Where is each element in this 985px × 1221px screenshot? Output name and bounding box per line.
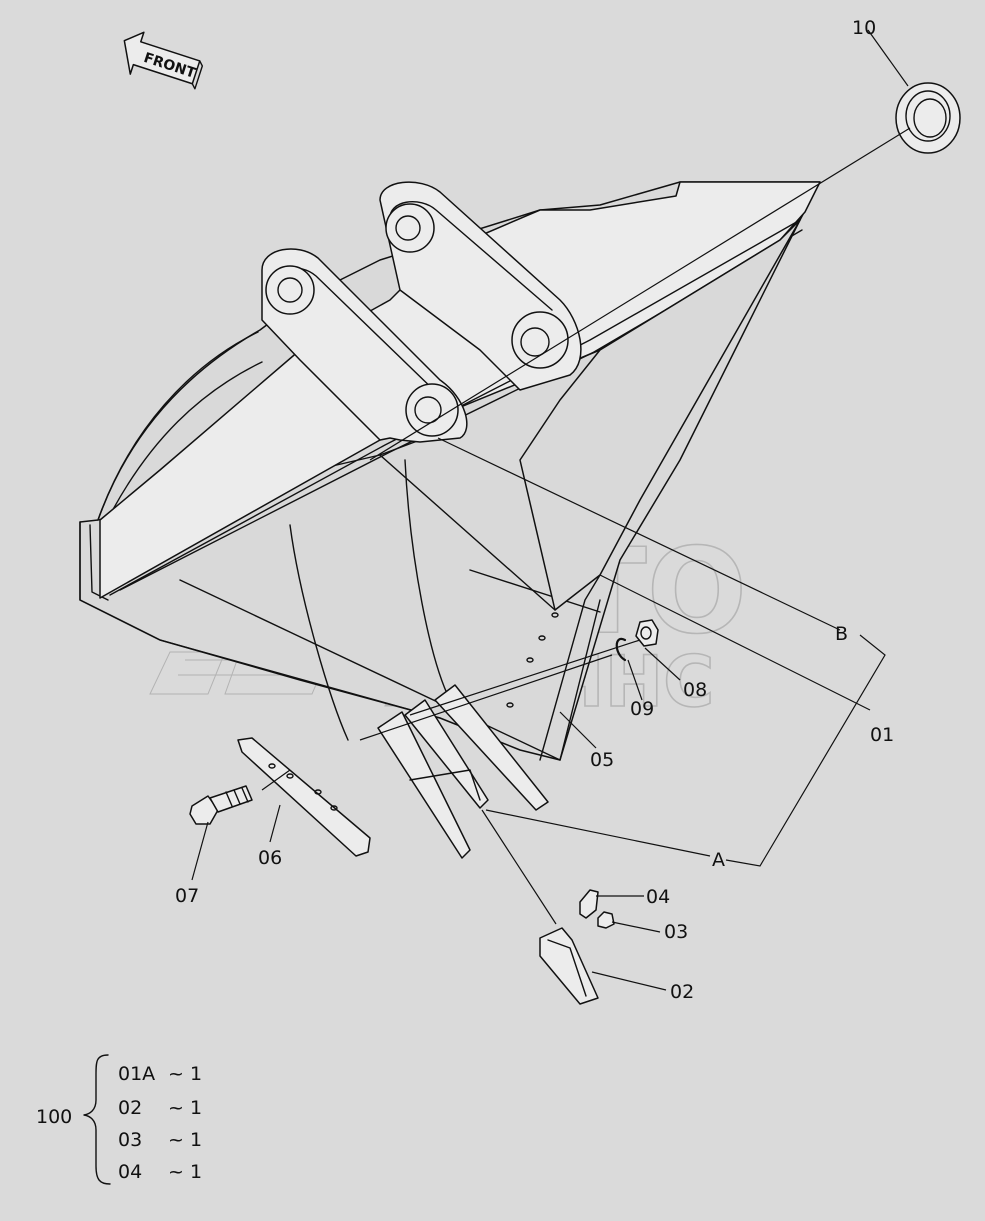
lock-ring-09 (615, 637, 627, 662)
callout-A: A (712, 849, 725, 871)
seal-ring-10 (895, 82, 961, 154)
pin-boss-2 (385, 203, 435, 253)
kit-row-4-part: 04 (118, 1161, 142, 1183)
lock-04 (579, 889, 599, 919)
callout-05: 05 (590, 749, 614, 771)
callout-06: 06 (258, 847, 282, 869)
kit-row-3-part: 03 (118, 1129, 142, 1151)
kit-table: 100 01A ~ 1 02 ~ 1 03 ~ 1 04 ~ 1 (36, 1054, 202, 1185)
pin-boss-3 (511, 311, 569, 369)
nut-08 (635, 619, 659, 647)
kit-number: 100 (36, 1106, 72, 1128)
pin-boss-4 (405, 383, 459, 437)
callouts: 10 B 01 08 09 05 06 07 A 04 03 02 (175, 17, 894, 1003)
bucket-brackets (261, 181, 582, 443)
callout-08: 08 (683, 679, 707, 701)
side-cutter-06 (237, 737, 371, 857)
kit-row-3-qty: ~ 1 (168, 1129, 202, 1151)
bucket-body (79, 181, 821, 761)
callout-03: 03 (664, 921, 688, 943)
callout-10: 10 (852, 17, 876, 39)
callout-B: B (835, 623, 848, 645)
pin-03 (597, 911, 615, 929)
kit-row-2-part: 02 (118, 1097, 142, 1119)
pin-boss-1 (265, 265, 315, 315)
callout-02: 02 (670, 981, 694, 1003)
callout-01: 01 (870, 724, 894, 746)
kit-row-4-qty: ~ 1 (168, 1161, 202, 1183)
kit-row-1-qty: ~ 1 (168, 1063, 202, 1085)
callout-07: 07 (175, 885, 199, 907)
kit-row-1-part: 01A (118, 1063, 155, 1085)
leader-lines (191, 29, 911, 991)
kit-row-2-qty: ~ 1 (168, 1097, 202, 1119)
front-arrow: FRONT (123, 31, 204, 90)
teeth-adapters (377, 684, 549, 859)
kit-brace (83, 1054, 111, 1185)
callout-04: 04 (646, 886, 670, 908)
callout-09: 09 (630, 698, 654, 720)
tooth-point-02 (539, 927, 599, 1005)
bolt-07 (189, 785, 253, 825)
